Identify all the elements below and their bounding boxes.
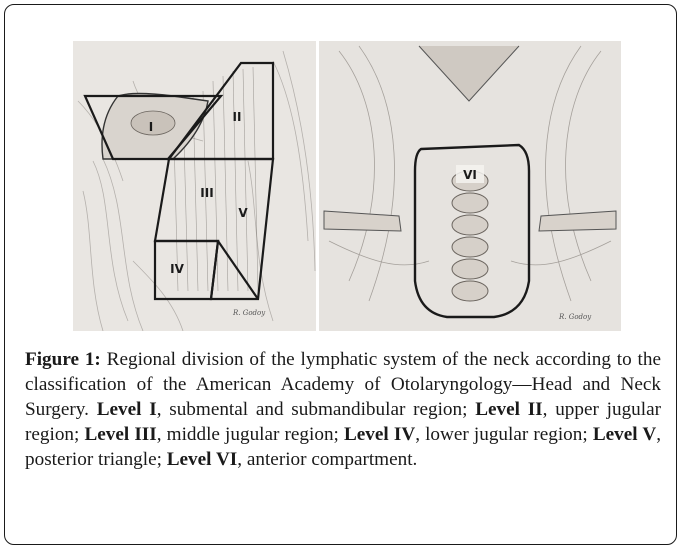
- figure-images: I II III IV V R. Godoy: [73, 41, 621, 331]
- caption-level-desc: , submental and submandibular region;: [157, 399, 476, 420]
- level-label-V: V: [238, 206, 248, 220]
- caption-level-term: Level III: [84, 424, 156, 445]
- caption-level-desc: , middle jugular region;: [157, 424, 344, 445]
- caption-level-term: Level VI: [167, 449, 238, 470]
- lateral-neck-illustration: I II III IV V R. Godoy: [73, 41, 316, 331]
- artist-signature: R. Godoy: [558, 313, 592, 321]
- anterior-neck-illustration: VI R. Godoy: [319, 41, 621, 331]
- figure-label: Figure 1:: [25, 349, 101, 370]
- level-label-I: I: [149, 120, 153, 134]
- caption-level-term: Level I: [97, 399, 157, 420]
- artist-signature: R. Godoy: [232, 309, 266, 317]
- caption-level-desc: , anterior compartment.: [237, 449, 417, 470]
- caption-level-term: Level II: [475, 399, 542, 420]
- caption-level-term: Level IV: [344, 424, 415, 445]
- level-label-III: III: [200, 186, 213, 200]
- figure-caption: Figure 1: Regional division of the lymph…: [25, 347, 661, 472]
- figure-frame: I II III IV V R. Godoy: [4, 4, 677, 545]
- caption-level-desc: , lower jugular region;: [415, 424, 593, 445]
- level-label-VI: VI: [463, 168, 477, 182]
- level-label-IV: IV: [170, 262, 184, 276]
- caption-level-term: Level V: [593, 424, 656, 445]
- level-label-II: II: [233, 110, 242, 124]
